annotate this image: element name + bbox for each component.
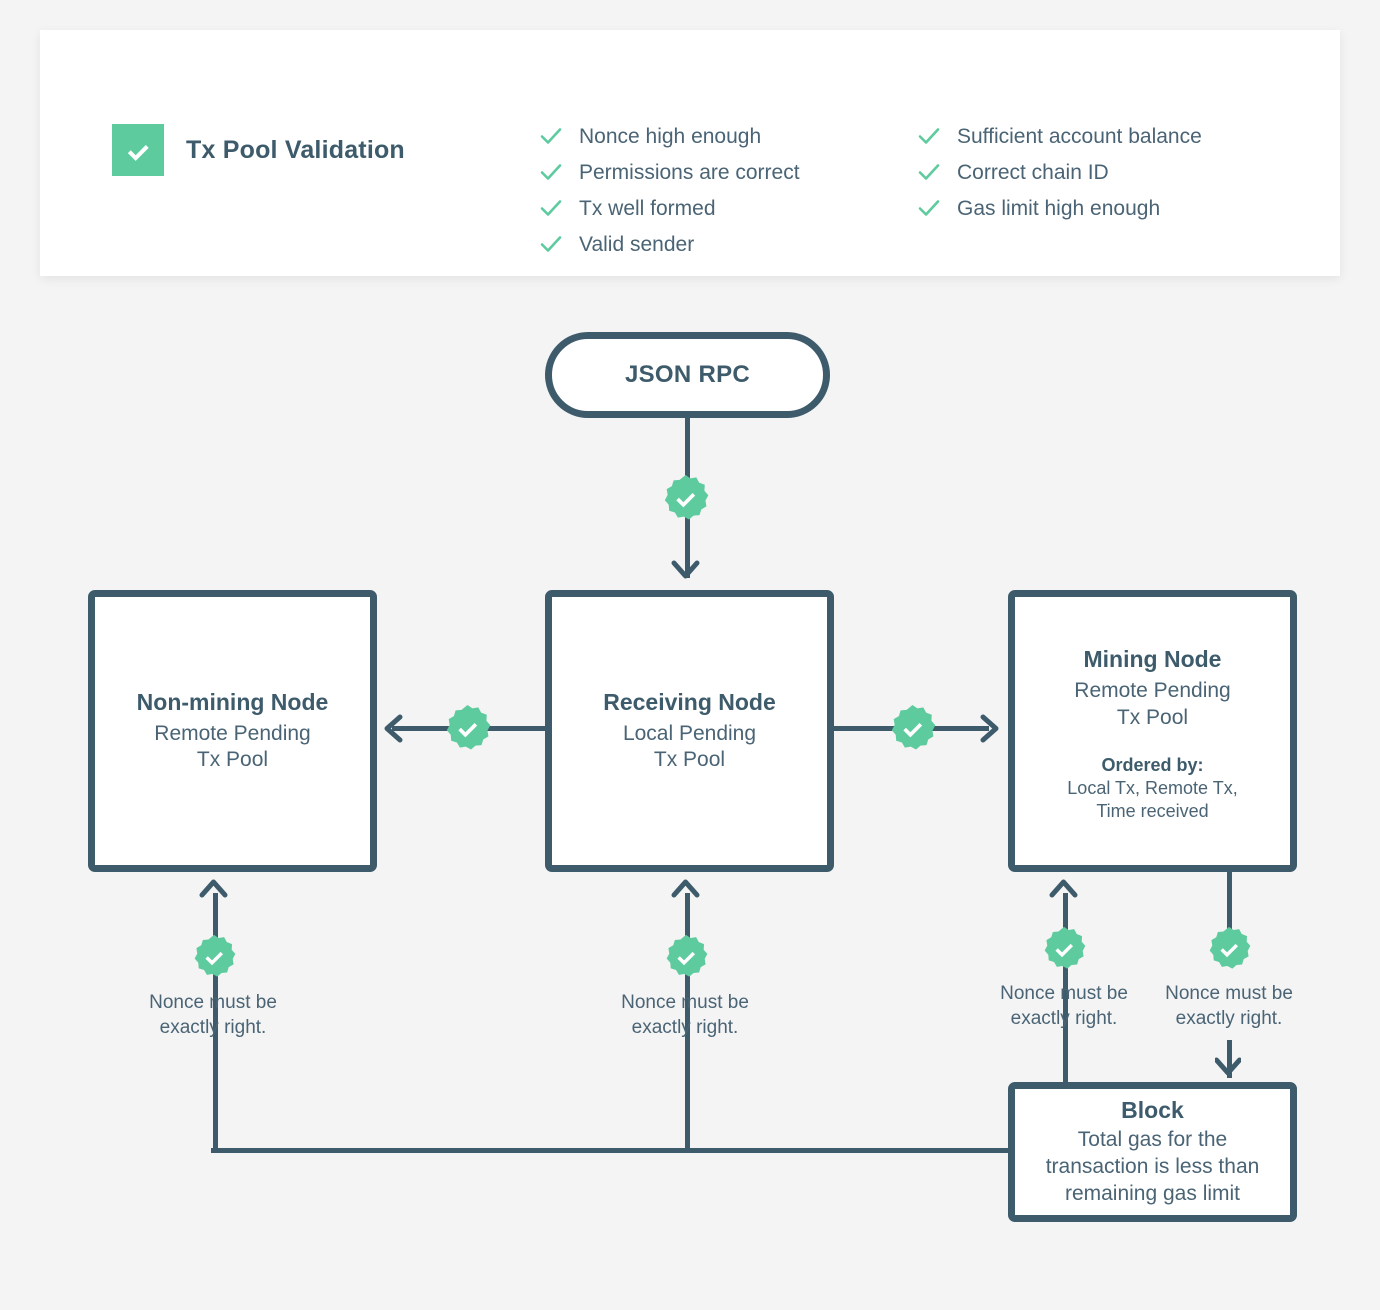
caption-mining-to-block: Nonce must be exactly right. [1165,983,1293,1030]
check-icon [918,163,940,181]
validation-badge-block-to-non-mining [192,934,236,983]
receiving-node-subtitle: Local Pending Tx Pool [623,721,756,775]
validation-badge-mining-to-block [1207,926,1251,975]
checklist-item-label: Gas limit high enough [957,196,1161,220]
card-title: Tx Pool Validation [186,135,405,164]
receiving-node-subtitle-line1: Local Pending [622,721,757,745]
checklist-item: Tx well formed [540,190,800,226]
checklist-item: Permissions are correct [540,154,800,190]
check-icon [918,127,940,145]
mining-node-ordered-by-label: Ordered by: [1101,754,1204,775]
checklist-item-label: Valid sender [579,232,695,256]
check-icon [540,127,562,145]
checklist-item-label: Sufficient account balance [957,124,1202,148]
caption-block-to-non-mining: Nonce must be exactly right. [149,992,277,1039]
connector-mining-to-block-lower [1227,1040,1232,1078]
checklist-column-right: Sufficient account balance Correct chain… [918,118,1202,226]
checklist-item: Gas limit high enough [918,190,1202,226]
non-mining-node-title: Non-mining Node [136,688,329,715]
block-node-subtitle-line3: remaining gas limit [1064,1181,1241,1205]
mining-node-ordering: Ordered by: Local Tx, Remote Tx, Time re… [1067,754,1237,824]
arrowhead-block-to-mining [1049,872,1078,903]
checklist-item: Nonce high enough [540,118,800,154]
arrowhead-receiving-to-non-mining [377,714,403,748]
block-node-subtitle-line2: transaction is less than [1045,1154,1260,1178]
caption-block-to-receiving: Nonce must be exactly right. [621,992,749,1039]
check-icon [540,235,562,253]
check-icon [540,163,562,181]
checklist-item-label: Permissions are correct [579,160,800,184]
checklist-item-label: Correct chain ID [957,160,1109,184]
validation-badge-receiving-to-mining [889,704,936,756]
json-rpc-node[interactable]: JSON RPC [545,332,830,418]
block-node-subtitle-line1: Total gas for the [1077,1128,1228,1152]
non-mining-node[interactable]: Non-mining Node Remote Pending Tx Pool [88,590,377,872]
checklist-item: Correct chain ID [918,154,1202,190]
check-icon [918,199,940,217]
connector-mining-to-block [1227,872,1232,942]
validation-badge-rpc-to-receiving [662,474,709,526]
receiving-node[interactable]: Receiving Node Local Pending Tx Pool [545,590,834,872]
card-title-group: Tx Pool Validation [112,124,405,176]
mining-node-ordered-by-line2: Time received [1096,801,1209,822]
non-mining-node-subtitle-line1: Remote Pending [154,721,311,745]
block-node-title: Block [1121,1097,1184,1124]
json-rpc-label: JSON RPC [624,361,751,388]
block-node-subtitle: Total gas for the transaction is less th… [1046,1127,1260,1208]
arrowhead-rpc-to-receiving [671,560,700,591]
mining-node-subtitle-line1: Remote Pending [1074,678,1231,702]
validation-badge-block-to-receiving [664,934,708,983]
mining-node-ordered-by-line1: Local Tx, Remote Tx, [1067,777,1238,798]
checklist-item-label: Tx well formed [579,196,716,220]
connector-block-to-non-mining-riser [213,893,218,1150]
checklist-item: Sufficient account balance [918,118,1202,154]
tx-pool-validation-card: Tx Pool Validation Nonce high enough Per… [40,30,1340,276]
feedback-bus-horizontal [211,1148,1011,1153]
validation-badge-receiving-to-non-mining [444,704,491,756]
mining-node-subtitle-line2: Tx Pool [1116,705,1189,729]
arrowhead-receiving-to-mining [980,714,1006,748]
mining-node-title: Mining Node [1083,646,1222,672]
check-icon [540,199,562,217]
validation-badge-block-to-mining [1042,926,1086,975]
checklist-column-left: Nonce high enough Permissions are correc… [540,118,800,262]
block-node[interactable]: Block Total gas for the transaction is l… [1008,1082,1297,1222]
arrowhead-block-to-non-mining [199,872,228,903]
checklist-item: Valid sender [540,226,800,262]
caption-block-to-mining: Nonce must be exactly right. [1000,983,1128,1030]
connector-block-to-mining-riser [1063,893,1068,1150]
checklist-item-label: Nonce high enough [579,124,762,148]
mining-node-subtitle: Remote Pending Tx Pool [1074,678,1230,732]
connector-block-to-receiving-riser [685,893,690,1150]
receiving-node-subtitle-line2: Tx Pool [653,748,726,772]
mining-node[interactable]: Mining Node Remote Pending Tx Pool Order… [1008,590,1297,872]
receiving-node-title: Receiving Node [603,688,776,715]
non-mining-node-subtitle-line2: Tx Pool [196,748,269,772]
non-mining-node-subtitle: Remote Pending Tx Pool [154,721,310,775]
check-rosette-icon [112,124,164,176]
arrowhead-block-to-receiving [671,872,700,903]
arrowhead-mining-to-block [1214,1050,1242,1081]
